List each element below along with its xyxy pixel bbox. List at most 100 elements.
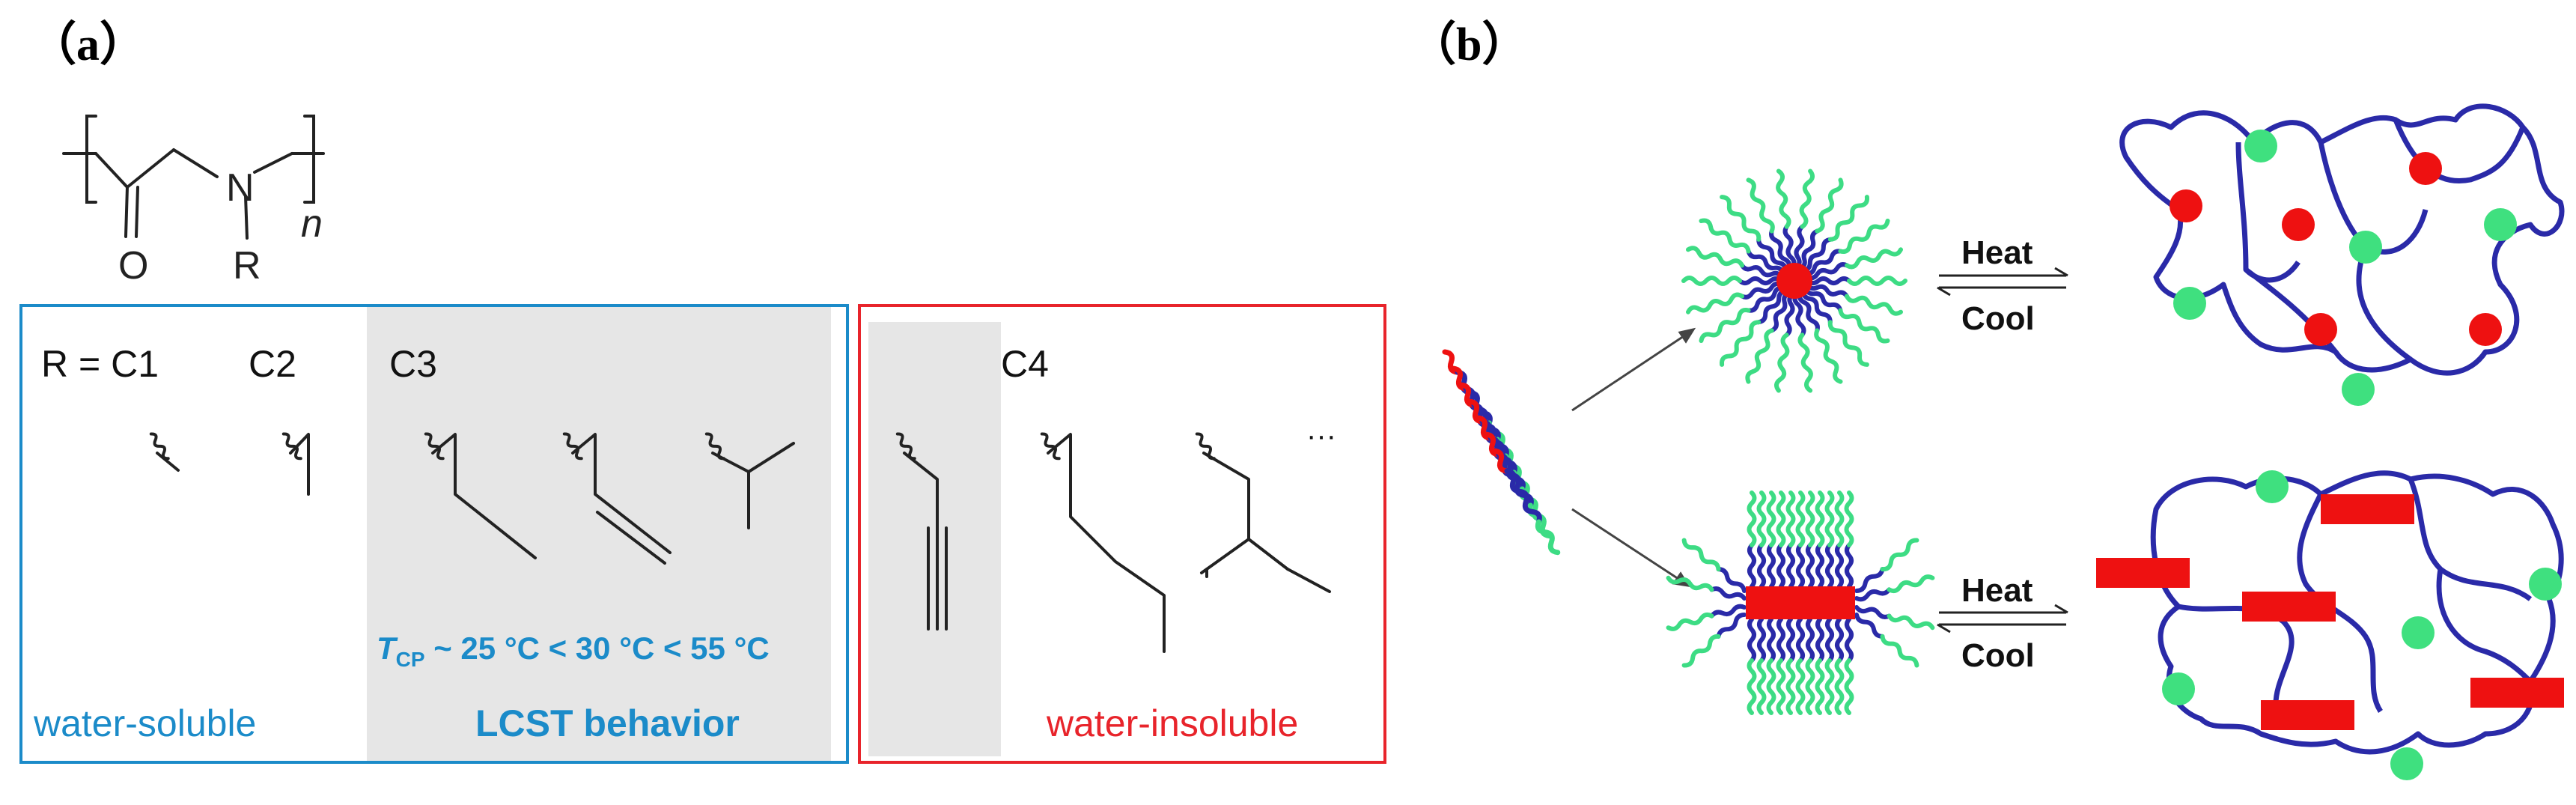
cylinder-core-block (1815, 617, 1824, 663)
red-cylinder-core (2261, 700, 2354, 730)
green-shell-node (2162, 672, 2195, 705)
butyl-group (1047, 433, 1166, 653)
micelle-shell-block (1838, 308, 1890, 344)
cylinder-shell-block (1887, 574, 1935, 594)
micelle-shell-block (1814, 328, 1843, 384)
red-core-node (2304, 313, 2337, 346)
micelle-core-block (1782, 224, 1797, 270)
cylinder-shell-block (1776, 490, 1786, 547)
tcp-symbol: T (377, 631, 398, 666)
panel-a-label: （a） (30, 18, 146, 70)
micelle-core-block (1769, 291, 1791, 333)
micelle-core-block (1803, 285, 1843, 313)
cylinder-shell-block (1681, 634, 1721, 668)
micelle-shell-block (1847, 276, 1907, 286)
wavy-bond-propyl (424, 432, 445, 461)
group-label-c3: C3 (389, 343, 437, 385)
propyl-group (431, 433, 537, 559)
micelle-shell-block (1838, 219, 1890, 255)
cylinder-core-block (1854, 587, 1892, 602)
cylinder-core-block (1806, 543, 1815, 589)
micelle-shell-block (1774, 332, 1790, 393)
micelle-shell-block (1681, 276, 1742, 286)
cylinder-shell-block (1785, 490, 1796, 547)
cylinder-shell-block (1776, 658, 1786, 715)
wavy-bond-butyl (1040, 432, 1061, 461)
green-shell-node (2256, 470, 2289, 503)
red-cylinder-core (2096, 558, 2190, 588)
micelle-core-block (1738, 276, 1783, 285)
unimer-chain (1483, 431, 1553, 539)
cylinder-shell-block (1681, 538, 1721, 572)
cylinder-shell-block (1756, 490, 1767, 547)
cylinder-core-block (1767, 617, 1776, 663)
cylinder-core-block (1709, 586, 1747, 601)
cylinder-core-block (1825, 543, 1834, 589)
red-core-node (2469, 313, 2502, 346)
group-label-c4: C4 (1001, 343, 1049, 385)
micelle-core-block (1756, 288, 1788, 325)
green-shell-node (2529, 568, 2562, 601)
isobutyl-group (1202, 452, 1289, 578)
micelle-red-core (1776, 263, 1812, 299)
micelle-core-block (1792, 291, 1806, 338)
micelle-core-block (1769, 228, 1792, 271)
cylinder-shell-block (1747, 658, 1757, 715)
micelle-core-block (1806, 276, 1851, 285)
micelle-core-block (1746, 249, 1785, 276)
cylinder-shell-block (1824, 658, 1835, 715)
unimer-stack (1442, 349, 1561, 556)
cylinder-core-block (1786, 617, 1795, 663)
micelle-core-block (1756, 237, 1788, 273)
propargyl-group (903, 452, 939, 529)
hydrogel-network-bottom (2096, 470, 2564, 780)
cylinder-shell-block (1834, 490, 1845, 547)
cylinder-core-block (1747, 543, 1756, 589)
cylindrical-micelle (1666, 490, 1935, 715)
micelle-shell-block (1686, 292, 1744, 315)
water-insoluble-label: water-insoluble (1046, 702, 1298, 744)
spherical-micelle (1681, 168, 1907, 393)
cylinder-core-block (1776, 617, 1785, 663)
micelle-shell-block (1799, 168, 1815, 229)
water-soluble-box (19, 304, 849, 764)
heat-label-top: Heat (1961, 234, 2033, 271)
green-shell-node (2244, 130, 2277, 162)
micelle-core-block (1797, 291, 1820, 333)
unimer-chain (1491, 448, 1561, 556)
tcp-subscript: CP (396, 648, 425, 671)
cylinder-core-block (1854, 605, 1892, 619)
assembly-arrows (1571, 327, 1696, 587)
micelle-shell-block (1797, 332, 1813, 393)
cylinder-core-block (1825, 617, 1834, 663)
cylinder-shell-block (1805, 658, 1815, 715)
c3-shaded-region (367, 307, 831, 762)
wavy-bond-c2 (281, 432, 302, 461)
micelle-core-block (1740, 263, 1784, 279)
micelle-shell-block (1719, 320, 1762, 367)
micelle-core-block (1803, 249, 1843, 276)
micelle-shell-block (1815, 177, 1844, 234)
cylinder-shell-block (1880, 634, 1919, 668)
carbonyl-oxygen-label: O (118, 244, 148, 288)
micelle-shell-block (1699, 307, 1751, 343)
cylinder-core-block (1747, 617, 1756, 663)
propargyl-shaded-region (868, 322, 1001, 756)
micelle-shell-block (1699, 218, 1751, 254)
micelle-core-block (1740, 281, 1784, 300)
red-cylinder-core (2242, 592, 2336, 622)
cylinder-core-block (1786, 543, 1795, 589)
cylinder-shell-block (1756, 658, 1767, 715)
cylinder-shell-block (1844, 490, 1854, 547)
micelle-core-block (1800, 237, 1833, 273)
micelle-core-block (1784, 291, 1795, 338)
red-core-node (2282, 208, 2315, 241)
wavy-bond-isobutyl (1195, 432, 1216, 461)
red-core-node (2169, 189, 2202, 222)
cylinder-shell-block (1795, 658, 1806, 715)
cylinder-core-block (1776, 543, 1785, 589)
micelle-core-block (1805, 282, 1849, 299)
right-bracket (303, 115, 315, 204)
cylinder-shell-block (1824, 490, 1835, 547)
unimer-chain (1475, 415, 1544, 523)
